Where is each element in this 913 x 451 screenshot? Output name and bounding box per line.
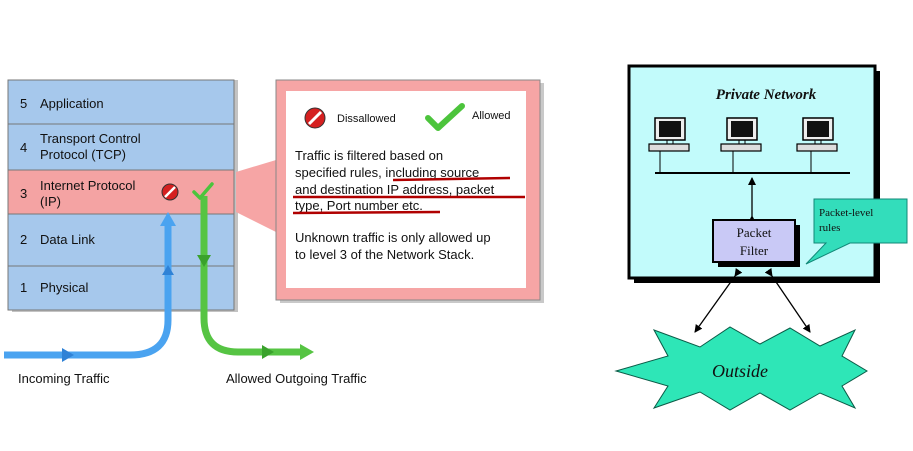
layer-number: 4 bbox=[20, 140, 27, 155]
callout-text-line: Traffic is filtered based on bbox=[295, 148, 443, 163]
legend-allowed-check-icon bbox=[425, 103, 465, 131]
layer-5-application bbox=[7, 79, 235, 125]
computer-icon bbox=[648, 117, 690, 152]
layer-number: 5 bbox=[20, 96, 27, 111]
packet-filter-label: Filter bbox=[740, 243, 769, 258]
layer-4-tcp bbox=[7, 123, 235, 171]
packet-filter-label: Packet bbox=[737, 225, 772, 240]
computer-icon bbox=[796, 117, 838, 152]
callout-text-line: to level 3 of the Network Stack. bbox=[295, 247, 474, 262]
layer-label: Data Link bbox=[40, 232, 95, 247]
legend-allowed-label: Allowed bbox=[472, 110, 511, 122]
callout-text-line: specified rules, including source bbox=[295, 165, 479, 180]
outside-label: Outside bbox=[712, 361, 768, 381]
highlight-underline bbox=[292, 210, 441, 215]
outgoing-traffic-label: Allowed Outgoing Traffic bbox=[226, 371, 367, 386]
note-text: rules bbox=[819, 222, 840, 234]
layer-label: Protocol (TCP) bbox=[40, 147, 126, 162]
incoming-traffic-label: Incoming Traffic bbox=[18, 371, 110, 386]
packet-filter-box: Packet Filter bbox=[712, 219, 800, 267]
filter-callout: Dissallowed Allowed Traffic is filtered … bbox=[236, 79, 544, 303]
network-bus bbox=[655, 151, 850, 174]
layer-label: Physical bbox=[40, 280, 89, 295]
legend-disallowed-icon bbox=[304, 107, 326, 129]
outside-link bbox=[764, 267, 811, 333]
callout-text-line: type, Port number etc. bbox=[295, 198, 423, 213]
layer-label: Application bbox=[40, 96, 104, 111]
note-text: Packet-level bbox=[819, 207, 873, 219]
layer-label: Transport Control bbox=[40, 131, 141, 146]
layer-1-physical bbox=[7, 265, 235, 311]
disallowed-icon bbox=[161, 183, 179, 201]
layer-number: 1 bbox=[20, 280, 27, 295]
network-stack: 5 Application 4 Transport Control Protoc… bbox=[7, 79, 238, 312]
layer-number: 2 bbox=[20, 232, 27, 247]
outside-network-shape: Outside bbox=[614, 326, 868, 411]
callout-text-line: and destination IP address, packet bbox=[295, 182, 495, 197]
outgoing-traffic-arrow bbox=[197, 196, 314, 360]
layer-number: 3 bbox=[20, 186, 27, 201]
private-network-title: Private Network bbox=[716, 87, 817, 103]
computer-icon bbox=[720, 117, 762, 152]
incoming-traffic-arrow bbox=[4, 212, 176, 362]
callout-text-line: Unknown traffic is only allowed up bbox=[295, 230, 491, 245]
packet-level-rules-note: Packet-level rules bbox=[805, 198, 908, 265]
legend-disallowed-label: Dissallowed bbox=[337, 113, 396, 125]
highlight-underline bbox=[392, 176, 511, 182]
outside-link bbox=[694, 267, 743, 333]
layer-label: Internet Protocol bbox=[40, 178, 135, 193]
allowed-check-icon bbox=[192, 182, 214, 200]
layer-label: (IP) bbox=[40, 194, 61, 209]
